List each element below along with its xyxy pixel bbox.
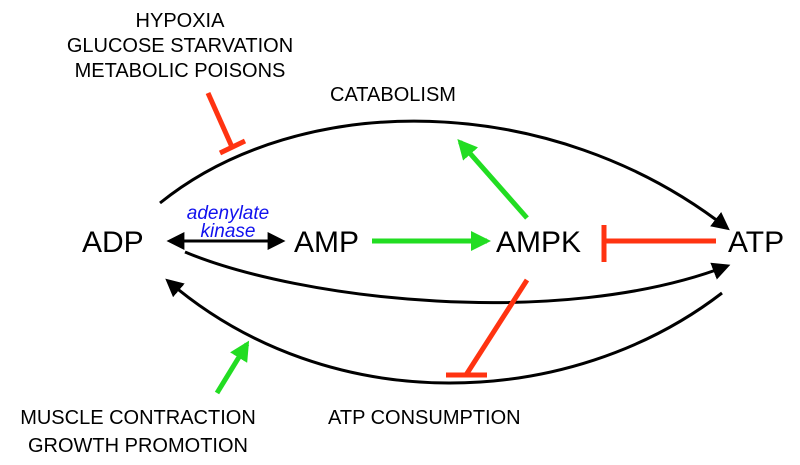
enzyme-label-adenylate: adenylate xyxy=(187,203,269,224)
atp-consumption-curve xyxy=(165,278,723,385)
enzyme-label-kinase: kinase xyxy=(201,221,256,242)
adp-to-atp-lower-curve xyxy=(184,250,731,305)
node-ampk: AMPK xyxy=(496,226,581,259)
node-adp: ADP xyxy=(82,226,144,259)
node-atp: ATP xyxy=(728,226,784,259)
process-catabolism: CATABOLISM xyxy=(330,84,456,106)
promoter-growth-promotion: GROWTH PROMOTION xyxy=(28,435,248,457)
stress-hypoxia: HYPOXIA xyxy=(136,10,226,32)
process-atp-consumption: ATP CONSUMPTION xyxy=(328,407,521,429)
atp-inhibits-ampk xyxy=(601,225,716,262)
stress-inhibits-catabolism xyxy=(205,91,247,156)
promoter-muscle-contraction: MUSCLE CONTRACTION xyxy=(20,407,256,429)
stress-metabolic-poisons: METABOLIC POISONS xyxy=(75,60,286,82)
node-amp: AMP xyxy=(294,226,359,259)
ampk-inhibits-consumption xyxy=(446,278,530,378)
stress-glucose-starvation: GLUCOSE STARVATION xyxy=(67,35,293,57)
promoters-activate-consumption-arrow xyxy=(214,340,250,395)
ampk-activates-catabolism-arrow xyxy=(457,138,529,220)
catabolism-curve xyxy=(159,119,730,231)
